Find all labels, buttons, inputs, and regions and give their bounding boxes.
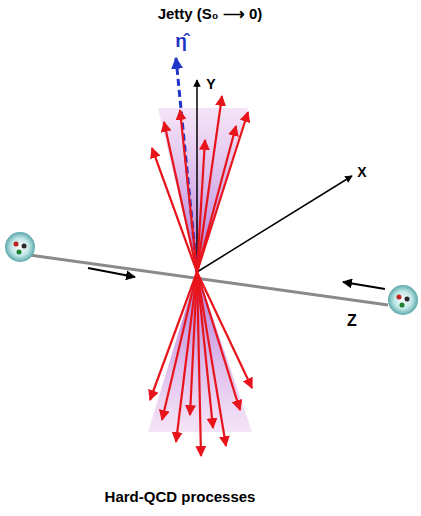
proton bbox=[388, 285, 418, 315]
axis-label: X bbox=[357, 164, 366, 180]
beam-arrow bbox=[88, 268, 135, 277]
diagram-caption: Hard-QCD processes bbox=[105, 488, 256, 505]
y-axis bbox=[196, 80, 198, 272]
particle-tracks bbox=[150, 96, 252, 456]
x-axis bbox=[197, 176, 352, 272]
axis-label: Y bbox=[206, 76, 215, 92]
axis-label: Z bbox=[347, 312, 357, 330]
vector-label: η̂ bbox=[175, 30, 187, 52]
diagram-title: Jetty (S₀ ⟶ 0) bbox=[158, 5, 263, 23]
beam-arrow bbox=[343, 282, 385, 289]
proton bbox=[5, 232, 35, 262]
jet-cone bbox=[158, 108, 248, 272]
